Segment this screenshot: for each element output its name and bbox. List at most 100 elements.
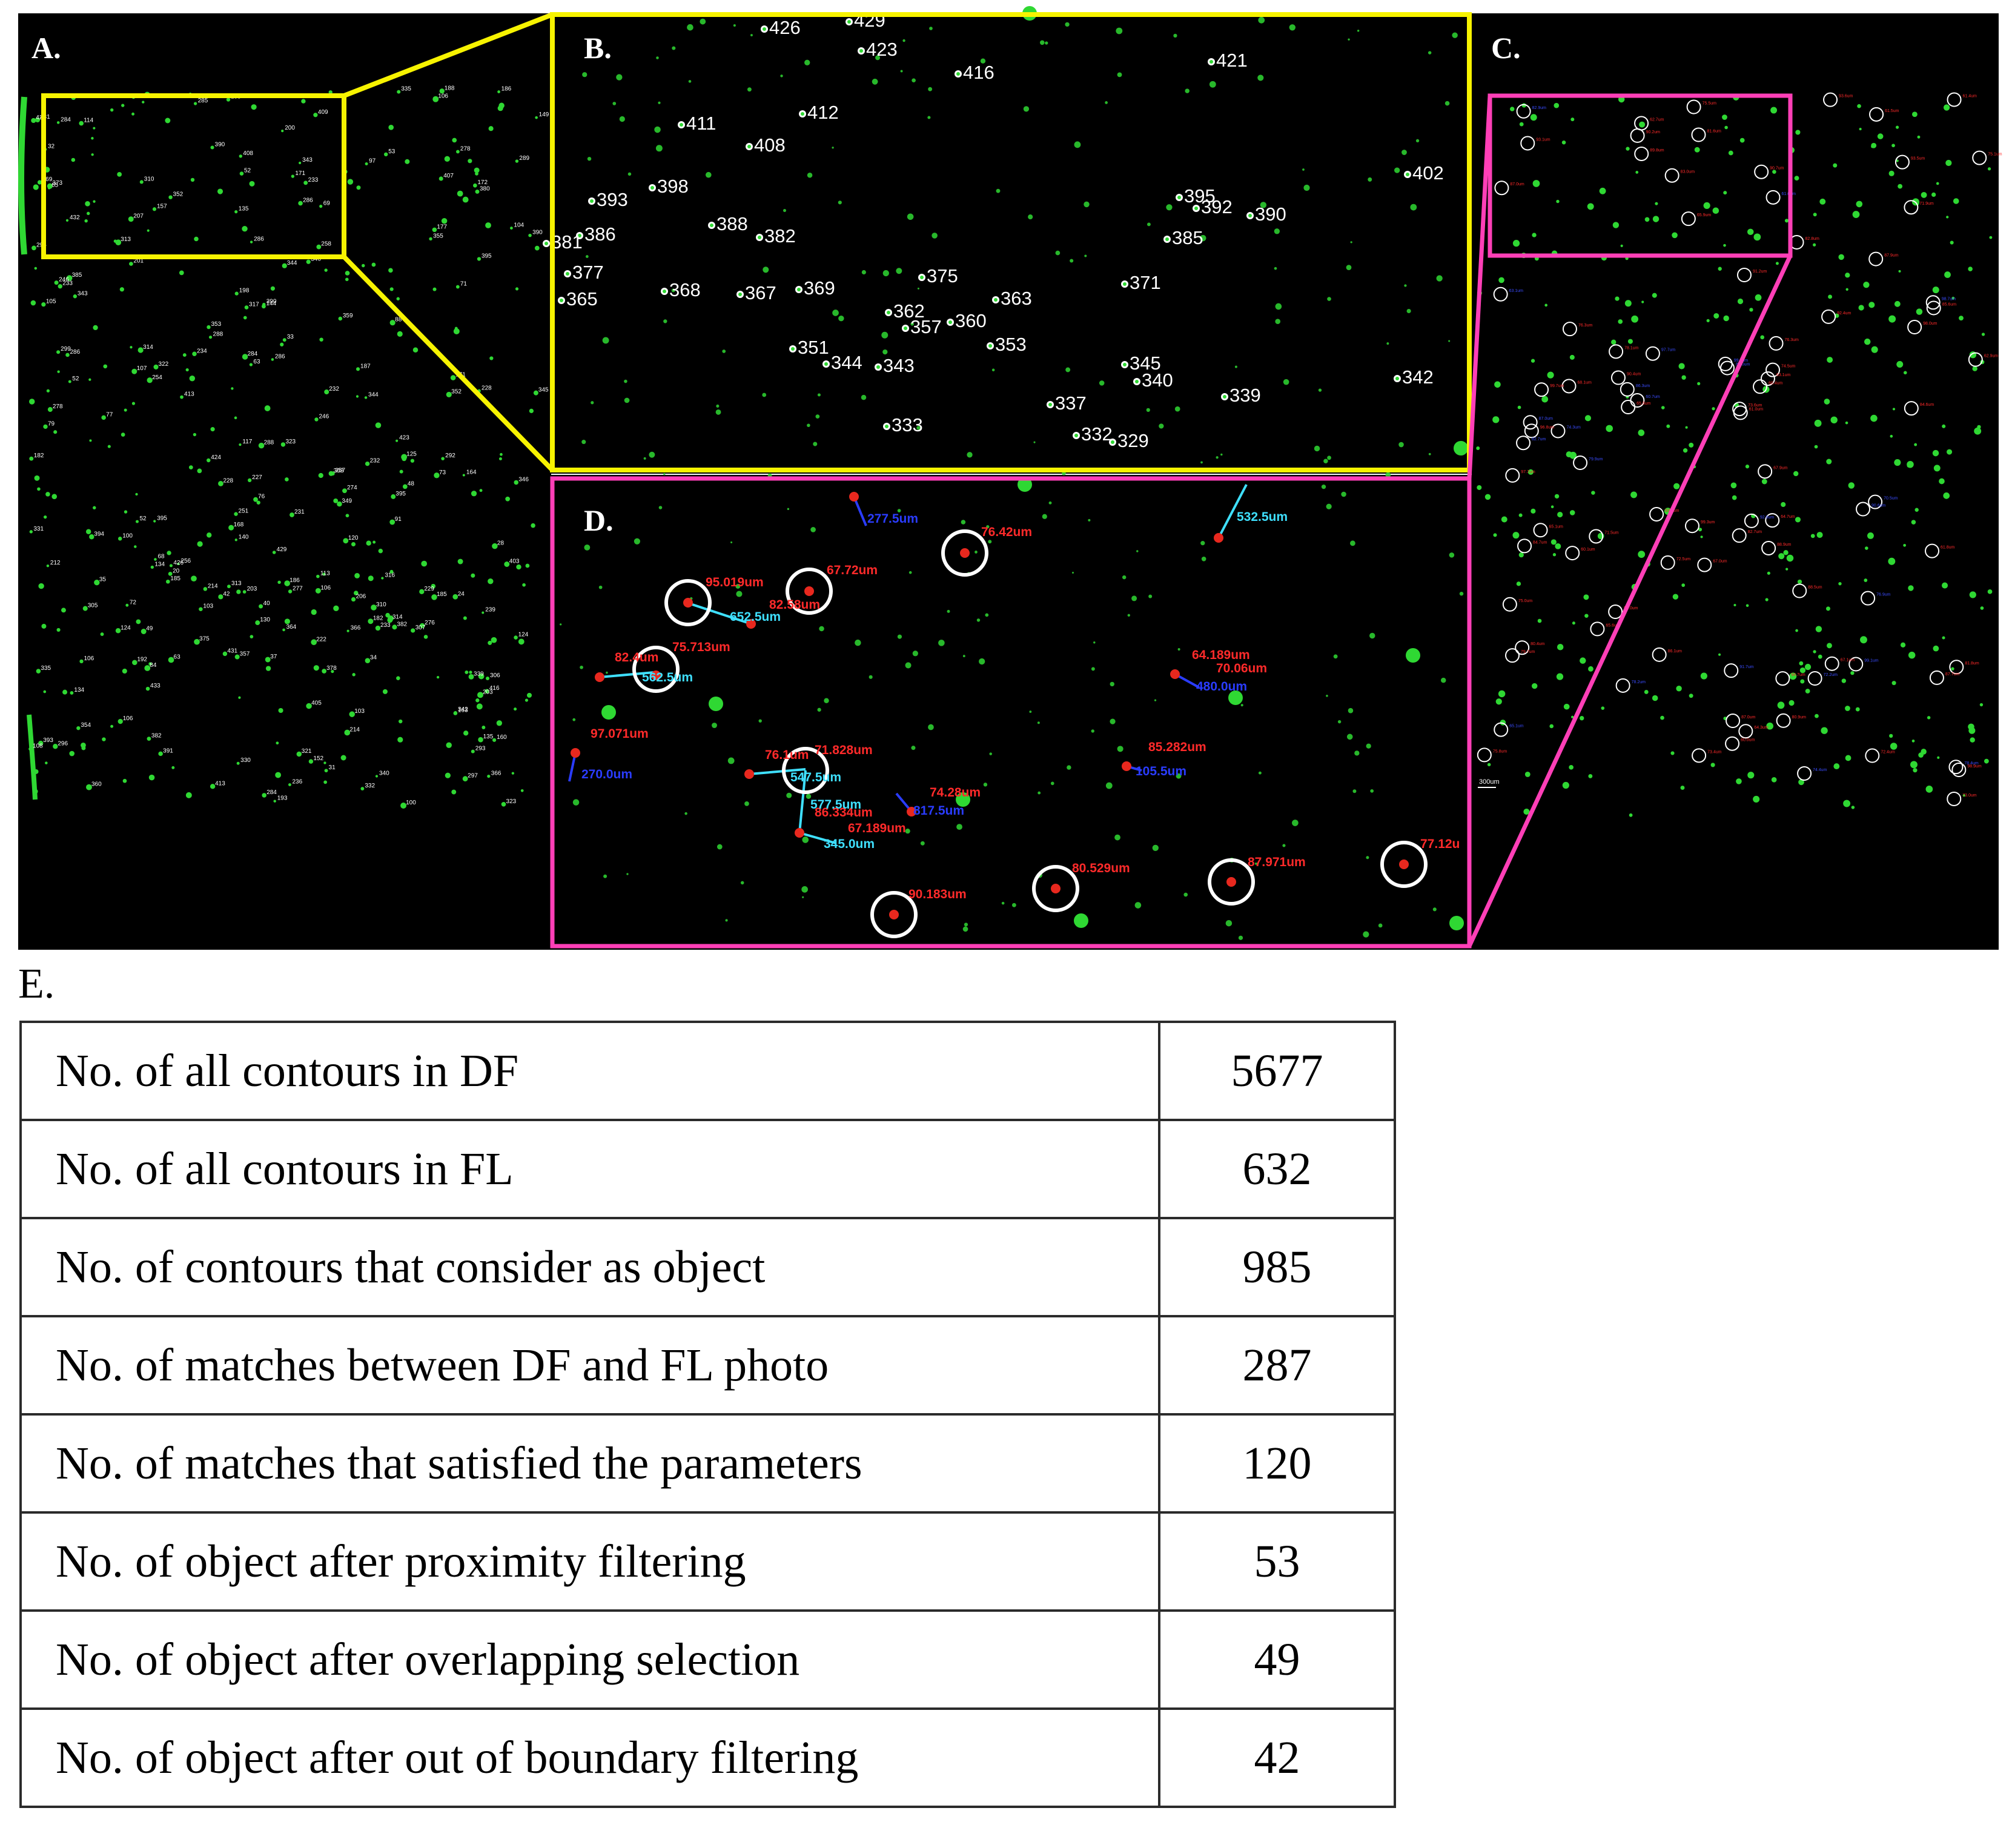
tiny-label: 84 [150, 662, 157, 669]
cell-dot [1552, 553, 1557, 557]
cell-dot [1936, 182, 1939, 185]
match-circle [1610, 370, 1626, 385]
cell-dot [1789, 700, 1795, 706]
cell-dot [1698, 528, 1703, 532]
cell-dot [1626, 147, 1630, 151]
match-circle [1733, 405, 1748, 420]
cell-dot [401, 454, 408, 460]
cell-dot [71, 157, 76, 162]
cell-dot [385, 612, 390, 618]
cell-dot [1117, 746, 1123, 752]
cell-dot [910, 322, 914, 326]
row-label: No. of object after overlapping selectio… [19, 1609, 1160, 1710]
cell-dot [107, 445, 111, 448]
tiny-label: 228 [223, 477, 233, 484]
row-label: No. of matches that satisfied the parame… [19, 1413, 1160, 1514]
cell-dot [1346, 734, 1353, 740]
cell-dot [1661, 406, 1665, 409]
cell-dot [932, 233, 938, 239]
tiny-label: 299 [61, 346, 71, 353]
cell-dot [1487, 763, 1491, 767]
match-circle [1652, 647, 1667, 662]
cell-dot [1029, 710, 1032, 713]
cell-dot [627, 172, 632, 176]
cell-dot [1234, 365, 1237, 368]
cell-dot [514, 635, 518, 640]
cell-dot [1154, 699, 1157, 701]
cell-dot [525, 698, 529, 702]
cell-dot [324, 389, 329, 395]
magenta-box-c [1487, 93, 1793, 258]
tiny-label: 31 [329, 764, 336, 771]
cell-dot [487, 774, 491, 778]
cell-dot [457, 558, 463, 565]
cell-dot [1541, 396, 1549, 403]
cell-dot [397, 90, 401, 94]
cell-dot [371, 604, 377, 611]
matched-object [795, 828, 804, 838]
cell-dot [1348, 707, 1354, 714]
cell-dot [1492, 416, 1500, 423]
cell-dot [197, 468, 202, 474]
tiny-label: 185 [437, 591, 447, 598]
cell-dot [70, 691, 74, 695]
cell-dot [1681, 583, 1686, 588]
tiny-label: 62.7um [1650, 118, 1664, 122]
distance-label: 64.189um [1192, 648, 1250, 662]
row-label: No. of object after out of boundary filt… [19, 1707, 1160, 1808]
matched-object [595, 672, 604, 682]
tiny-label: 285 [198, 98, 208, 104]
cell-dot [1282, 844, 1286, 847]
cell-marker-core [578, 234, 581, 237]
cell-dot [1177, 648, 1180, 651]
cell-dot [1428, 452, 1431, 455]
cell-dot [389, 320, 395, 326]
cell-number-label: 388 [716, 213, 748, 234]
tiny-label: 236 [292, 779, 302, 786]
cell-dot [441, 457, 445, 460]
matched-object [849, 492, 859, 502]
cell-number-label: 381 [551, 231, 583, 253]
cell-dot [139, 180, 144, 184]
cell-dot [147, 377, 153, 383]
match-circle [1948, 760, 1964, 775]
cell-marker-core [994, 298, 998, 302]
match-circle [1681, 211, 1696, 227]
tiny-label: 385 [72, 272, 82, 279]
cell-dot [1813, 243, 1816, 247]
cell-dot [1159, 423, 1164, 429]
match-circle [1550, 423, 1566, 439]
match-circle [1726, 714, 1741, 729]
cell-dot [1494, 381, 1501, 388]
cell-dot [122, 778, 127, 783]
cell-dot [1518, 513, 1523, 517]
match-circle [1968, 352, 1983, 367]
cell-dot [1827, 643, 1832, 649]
match-circle [1620, 382, 1635, 397]
cell-dot [462, 196, 469, 203]
distance-label: 480.0um [1196, 680, 1247, 694]
cell-dot [1749, 308, 1753, 312]
cell-marker-core [1406, 173, 1409, 176]
cell-dot [1366, 743, 1371, 749]
cell-dot [716, 404, 720, 408]
cell-dot [1712, 407, 1715, 411]
cell-dot [32, 789, 38, 795]
cell-number-label: 344 [831, 352, 862, 373]
cell-dot [344, 729, 351, 736]
cell-dot [1723, 243, 1726, 247]
tiny-label: 99.7um [1550, 384, 1564, 388]
cell-dot [1914, 443, 1918, 446]
cell-dot [807, 172, 813, 178]
cell-dot [152, 207, 157, 211]
cell-dot [1765, 598, 1769, 601]
cell-dot [488, 578, 494, 585]
cell-dot [389, 519, 395, 525]
distance-label: 270.0um [581, 767, 632, 781]
cell-dot [144, 665, 151, 671]
tiny-label: 293 [475, 746, 486, 752]
cell-dot [1148, 594, 1153, 598]
tiny-label: 144 [266, 300, 276, 307]
cell-dot [56, 628, 61, 632]
tiny-label: 72.2um [1824, 673, 1838, 677]
